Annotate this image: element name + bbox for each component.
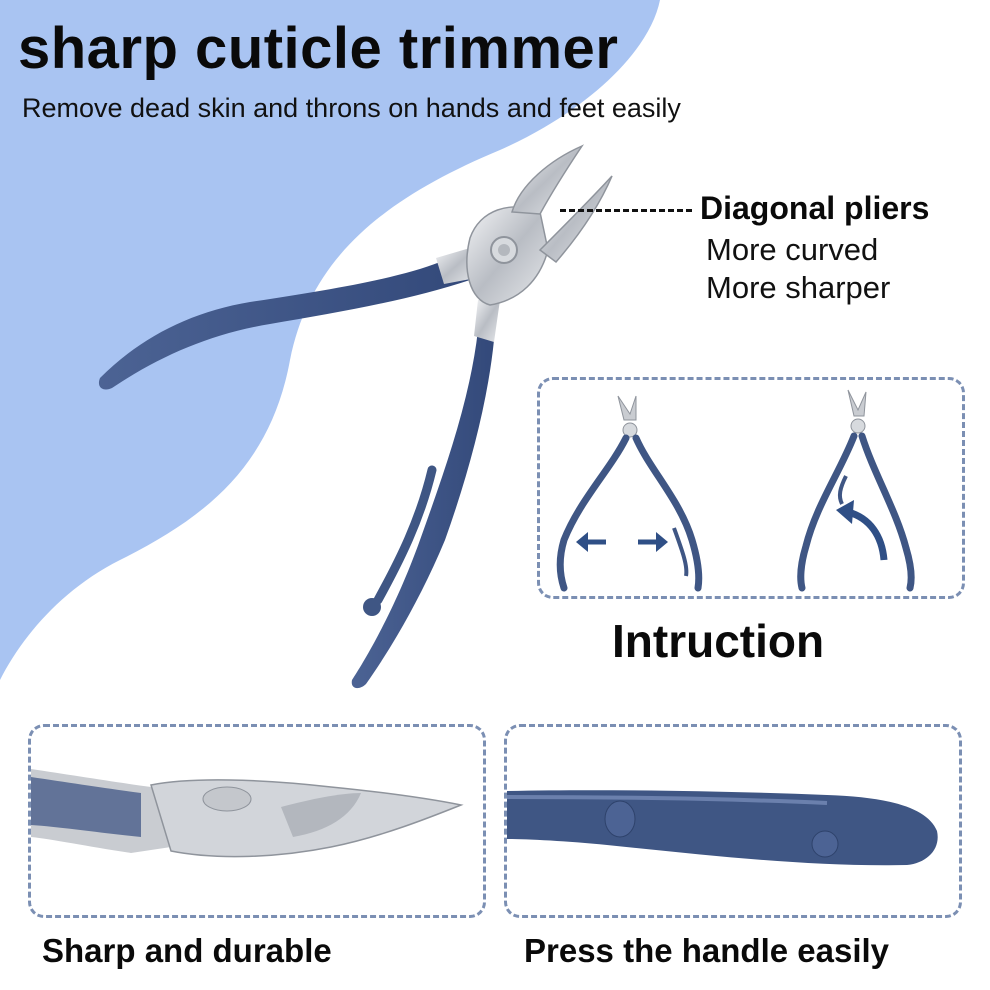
page-subtitle: Remove dead skin and throns on hands and… (22, 93, 681, 123)
instruction-label: Intruction (612, 615, 825, 667)
pliers-closed-illustration (797, 389, 915, 592)
callout-dashed-line (560, 209, 692, 212)
feature-line-sharper: More sharper (706, 270, 891, 305)
curved-arrow-icon (836, 500, 888, 561)
arrow-right-icon (638, 532, 668, 552)
instruction-illustrations (556, 389, 915, 592)
feature-line-curved: More curved (706, 232, 879, 267)
page-title: sharp cuticle trimmer (18, 16, 619, 81)
pliers-open-illustration (556, 395, 703, 592)
detail-panel-handle (504, 724, 962, 918)
handle-closeup-illustration (507, 790, 938, 866)
arrow-left-icon (576, 532, 606, 552)
feature-heading: Diagonal pliers (700, 190, 930, 226)
detail-panel-blade (28, 724, 486, 918)
detail-label-sharp: Sharp and durable (42, 932, 332, 969)
detail-label-handle: Press the handle easily (524, 932, 890, 969)
blade-closeup-illustration (31, 769, 464, 858)
instruction-panel (537, 377, 965, 599)
